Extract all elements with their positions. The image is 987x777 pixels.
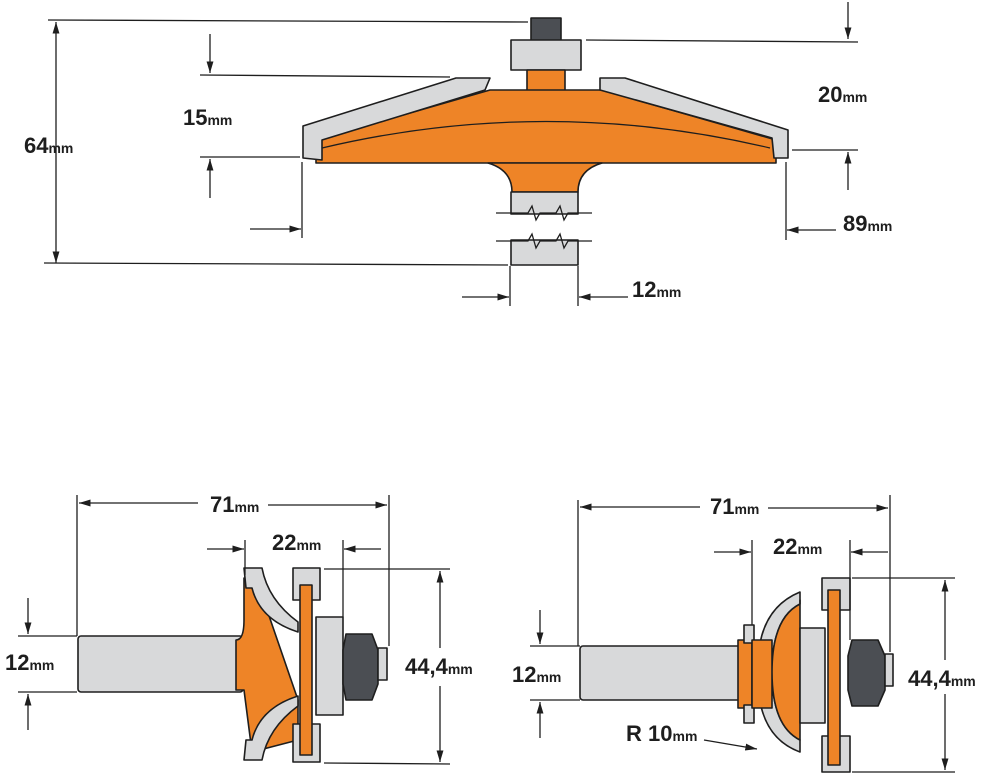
top-neck <box>526 69 566 93</box>
top-shank-upper <box>510 191 579 215</box>
left-nut <box>342 633 379 701</box>
diameter-label: 89mm <box>843 211 892 236</box>
right-shank-label: 12mm <box>512 662 561 687</box>
panel-profile-line <box>321 120 771 149</box>
shank-label: 12mm <box>632 277 681 302</box>
left-bottom-carbide <box>243 695 299 761</box>
shank-break-top <box>496 204 592 222</box>
lower-neck <box>487 162 603 193</box>
right-slot-cutter <box>827 589 841 766</box>
right-dimensions: 71mm 22mm 44,4mm 12mm R 10mm <box>512 494 976 773</box>
left-dimensions: 71mm 22mm 44,4mm 12mm <box>5 492 473 765</box>
right-shank <box>579 645 743 701</box>
right-length-label: 71mm <box>710 494 759 519</box>
raised-panel-bit <box>302 17 789 266</box>
rail-stile-bit-left <box>77 567 388 763</box>
overall-height-label: 64mm <box>24 133 73 158</box>
left-end-cap <box>377 647 388 681</box>
shank-break-bottom <box>496 232 592 250</box>
right-cutter-body <box>751 599 801 741</box>
right-hub <box>737 639 753 709</box>
right-end-cap <box>884 653 894 687</box>
right-diameter-label: 44,4mm <box>908 666 976 691</box>
right-carbide-tip <box>599 77 789 159</box>
right-hub-ring-top <box>743 624 755 644</box>
top-shank-lower <box>510 239 579 266</box>
left-carbide-tip <box>302 77 491 161</box>
radius-label: R 10mm <box>626 721 697 746</box>
left-shank <box>77 635 244 693</box>
left-cut-length-label: 22mm <box>272 530 321 555</box>
left-top-carbide <box>243 567 299 633</box>
left-slot-cutter <box>299 584 313 756</box>
right-nut <box>847 639 886 707</box>
cut-height-label: 15mm <box>183 105 232 130</box>
right-hub-ring-bottom <box>743 704 755 724</box>
left-bearing <box>315 616 344 716</box>
right-bearing <box>799 627 826 724</box>
top-dimensions: 64mm 15mm 20mm 89mm 12mm <box>24 2 892 306</box>
top-nut <box>530 17 562 43</box>
right-cut-length-label: 22mm <box>773 534 822 559</box>
left-shank-label: 12mm <box>5 650 54 675</box>
top-bearing <box>510 39 582 71</box>
rail-stile-bit-right <box>579 577 894 773</box>
left-length-label: 71mm <box>210 492 259 517</box>
left-diameter-label: 44,4mm <box>405 654 473 679</box>
bearing-offset-label: 20mm <box>818 82 867 107</box>
